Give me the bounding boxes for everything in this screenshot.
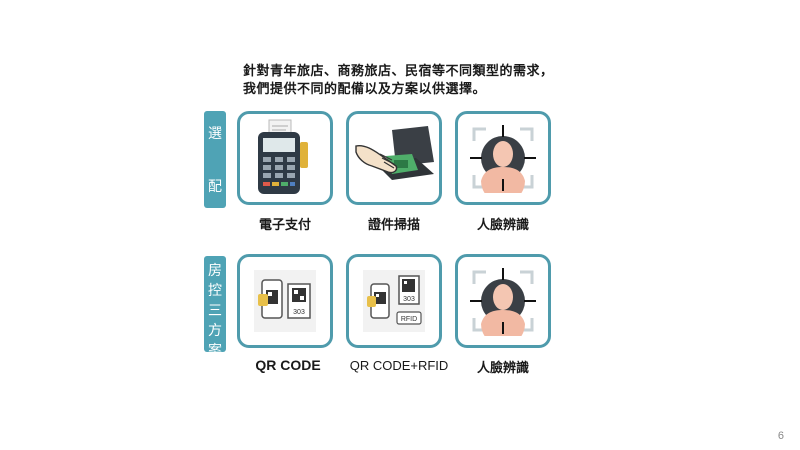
section-label-room-control: 房 控 三 方 案 <box>204 256 226 359</box>
tile-face-recognition-2[interactable] <box>455 254 551 348</box>
payment-terminal-icon <box>258 119 308 194</box>
section-label-char: 三 <box>208 303 222 319</box>
section-label-char: 控 <box>208 283 222 299</box>
face-recognition-icon <box>470 125 536 193</box>
tile-qr-code-rfid[interactable]: 303 RFID <box>346 254 442 348</box>
rfid-card-text: RFID <box>401 316 417 323</box>
page-number: 6 <box>777 430 784 442</box>
tile-electronic-payment[interactable] <box>237 111 333 205</box>
caption-qr-code-rfid: QR CODE+RFID <box>349 358 449 373</box>
intro-line-1: 針對青年旅店、商務旅店、民宿等不同類型的需求， <box>243 64 554 79</box>
tile-face-recognition-1[interactable] <box>455 111 551 205</box>
caption-face-recognition-2: 人臉辨識 <box>476 361 529 376</box>
section-label-char: 案 <box>208 343 222 359</box>
qr-code-rfid-icon: 303 RFID <box>363 270 425 332</box>
face-recognition-icon <box>470 268 536 336</box>
qr-code-phone-icon: 303 <box>254 270 316 332</box>
section-label-char: 方 <box>208 323 222 339</box>
tile-id-scan[interactable] <box>346 111 442 205</box>
intro-line-2: 我們提供不同的配備以及方案以供選擇。 <box>243 82 487 97</box>
id-scanner-icon <box>355 126 434 180</box>
section-label-char: 選 <box>208 126 222 142</box>
caption-id-scan: 證件掃描 <box>367 218 420 233</box>
intro-text: 針對青年旅店、商務旅店、民宿等不同類型的需求， 我們提供不同的配備以及方案以供選… <box>243 63 554 99</box>
section-label-char: 配 <box>208 179 222 195</box>
section-label-options: 選 配 <box>204 111 226 208</box>
tile-qr-code[interactable]: 303 <box>237 254 333 348</box>
caption-face-recognition-1: 人臉辨識 <box>476 218 529 233</box>
caption-electronic-payment: 電子支付 <box>258 218 311 233</box>
room-number-text: 303 <box>403 296 415 303</box>
caption-qr-code: QR CODE <box>255 357 321 373</box>
section-label-char: 房 <box>208 263 222 279</box>
room-number-text: 303 <box>293 309 305 316</box>
